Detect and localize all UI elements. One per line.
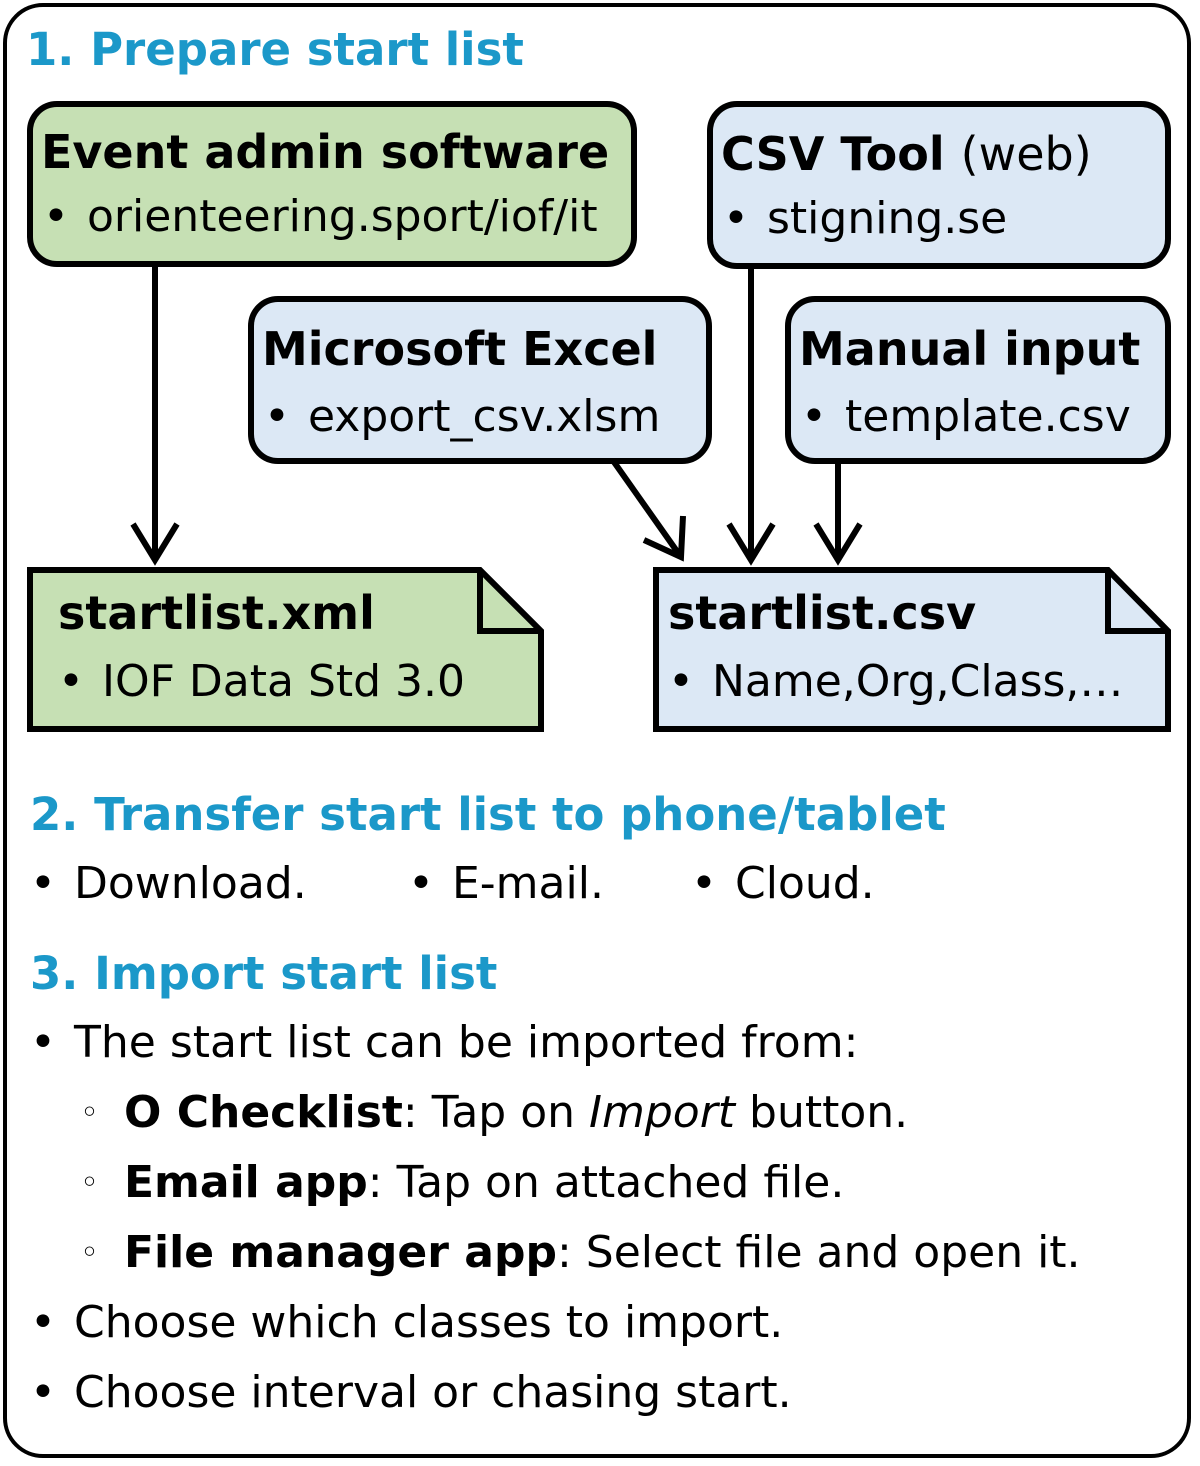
import-source-name: Email app (124, 1157, 368, 1208)
csv-file-item-text: Name,Org,Class,… (712, 656, 1124, 707)
sub-bullet-icon: ◦ (80, 1093, 99, 1131)
sub-bullet-icon: ◦ (80, 1163, 99, 1201)
csv-file-title: startlist.csv (668, 586, 977, 640)
event-admin-box: Event admin software •orienteering.sport… (27, 101, 637, 267)
xml-file-title: startlist.xml (58, 586, 375, 640)
import-step-start-type: •Choose interval or chasing start. (30, 1371, 792, 1415)
import-source-name: O Checklist (124, 1087, 403, 1138)
import-source-text: : Tap on attached file. (367, 1157, 845, 1208)
arrowhead-csv-tool-icon (726, 522, 776, 566)
arrowhead-manual-icon (813, 522, 863, 566)
xml-file-item: •IOF Data Std 3.0 (58, 660, 465, 704)
event-admin-item: •orienteering.sport/iof/it (43, 195, 598, 239)
csv-tool-title-suffix: (web) (960, 127, 1092, 181)
csv-tool-title: CSV Tool (web) (721, 131, 1092, 177)
excel-title: Microsoft Excel (262, 322, 658, 376)
csv-file-item: •Name,Org,Class,… (668, 660, 1123, 704)
bullet-icon: • (801, 391, 827, 442)
bullet-icon: • (30, 1367, 56, 1418)
bullet-icon: • (43, 191, 69, 242)
event-admin-title: Event admin software (41, 125, 610, 179)
bullet-icon: • (30, 1017, 56, 1068)
bullet-icon: • (723, 193, 749, 244)
section1-heading: 1. Prepare start list (26, 23, 524, 76)
manual-input-title: Manual input (799, 322, 1141, 376)
csv-document-shape (653, 567, 1171, 732)
bullet-icon: • (264, 391, 290, 442)
manual-input-item-text: template.csv (845, 391, 1131, 442)
arrowhead-excel-icon (642, 515, 686, 562)
csv-tool-box: CSV Tool (web) •stigning.se (707, 101, 1171, 269)
xml-document-fold (477, 570, 541, 634)
transfer-option-email: •E-mail. (408, 862, 604, 906)
xml-document-shape (27, 567, 544, 732)
import-button-reference: Import (589, 1087, 736, 1138)
excel-item: •export_csv.xlsm (264, 395, 660, 439)
csv-tool-item: •stigning.se (723, 197, 1007, 241)
csv-tool-item-text: stigning.se (767, 193, 1008, 244)
bullet-icon: • (668, 656, 694, 707)
sub-bullet-icon: ◦ (80, 1233, 99, 1271)
arrow-excel-to-csv (611, 460, 684, 559)
csv-tool-title-name: CSV Tool (721, 127, 945, 181)
import-step-text: Choose which classes to import. (74, 1297, 784, 1348)
bullet-icon: • (691, 858, 717, 909)
import-source-text: : Select file and open it. (556, 1227, 1081, 1278)
bullet-icon: • (30, 1297, 56, 1348)
bullet-icon: • (58, 656, 84, 707)
import-step-text: Choose interval or chasing start. (74, 1367, 792, 1418)
transfer-option-cloud: •Cloud. (691, 862, 875, 906)
section3-heading: 3. Import start list (30, 947, 498, 1000)
transfer-option-text: Cloud. (735, 858, 875, 909)
csv-document-fold (1105, 570, 1168, 634)
manual-input-box: Manual input •template.csv (785, 296, 1171, 464)
arrowhead-event-admin-icon (130, 522, 180, 566)
manual-input-item: •template.csv (801, 395, 1131, 439)
import-step-classes: •Choose which classes to import. (30, 1301, 783, 1345)
excel-item-text: export_csv.xlsm (308, 391, 661, 442)
import-source-name: File manager app (124, 1227, 557, 1278)
transfer-option-text: E-mail. (452, 858, 604, 909)
event-admin-item-text: orienteering.sport/iof/it (87, 191, 598, 242)
import-source-text: : Tap on (402, 1087, 589, 1138)
bullet-icon: • (30, 858, 56, 909)
xml-file-item-text: IOF Data Std 3.0 (102, 656, 466, 707)
transfer-option-download: •Download. (30, 862, 307, 906)
section2-heading: 2. Transfer start list to phone/tablet (30, 788, 946, 841)
import-source-file-manager: ◦File manager app: Select file and open … (80, 1231, 1081, 1275)
transfer-option-text: Download. (74, 858, 307, 909)
import-intro: •The start list can be imported from: (30, 1021, 858, 1065)
diagram-frame (3, 3, 1191, 1458)
import-source-o-checklist: ◦O Checklist: Tap on Import button. (80, 1091, 908, 1135)
bullet-icon: • (408, 858, 434, 909)
import-source-text-after: button. (735, 1087, 909, 1138)
excel-box: Microsoft Excel •export_csv.xlsm (248, 296, 712, 464)
import-source-email-app: ◦Email app: Tap on attached file. (80, 1161, 844, 1205)
import-intro-text: The start list can be imported from: (74, 1017, 859, 1068)
